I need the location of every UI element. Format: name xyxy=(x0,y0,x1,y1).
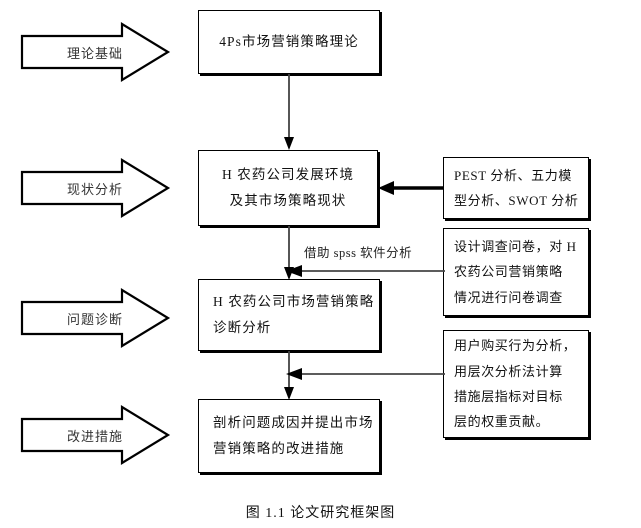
connector-theory-to-environment xyxy=(280,74,300,152)
process-box-improvement-line-1: 剖析问题成因并提出市场 xyxy=(213,414,374,430)
figure-caption: 图 1.1 论文研究框架图 xyxy=(245,506,396,521)
stage-arrow-problem-diagnosis: 问题诊断 xyxy=(20,288,171,348)
block-arrow-shape xyxy=(20,158,171,218)
note-box-questionnaire-line-1: 设计调查问卷，对 H xyxy=(454,238,577,254)
stage-arrow-improvement-label: 改进措施 xyxy=(66,429,123,444)
stage-arrow-current-situation: 现状分析 xyxy=(20,158,171,218)
stage-arrow-theory: 理论基础 xyxy=(20,22,171,82)
process-box-environment-line-2: 及其市场策略现状 xyxy=(229,193,347,208)
note-box-questionnaire-line-3: 情况进行问卷调查 xyxy=(454,289,563,305)
connector-questionnaire-to-diagnosis xyxy=(282,262,447,280)
note-box-ahp: 用户购买行为分析， 用层次分析法计算 措施层指标对目标 层的权重贡献。 xyxy=(443,330,589,438)
note-box-methods-line-1: PEST 分析、五力模 xyxy=(454,167,572,183)
process-box-improvement-line-2: 营销策略的改进措施 xyxy=(213,441,345,456)
block-arrow-shape xyxy=(20,288,171,348)
note-box-ahp-line-2: 用层次分析法计算 xyxy=(454,363,563,379)
process-box-theory-line-1: 4Ps市场营销策略理论 xyxy=(219,33,359,49)
connector-methods-to-environment xyxy=(376,179,446,197)
stage-arrow-current-situation-label: 现状分析 xyxy=(66,182,123,197)
process-box-diagnosis-line-2: 诊断分析 xyxy=(213,320,272,335)
edge-label-spss: 借助 spss 软件分析 xyxy=(304,246,413,260)
stage-arrow-theory-label: 理论基础 xyxy=(66,46,123,61)
note-box-methods: PEST 分析、五力模 型分析、SWOT 分析 xyxy=(443,157,589,219)
connector-diagnosis-to-improvement xyxy=(280,351,300,402)
note-box-ahp-line-1: 用户购买行为分析， xyxy=(454,338,577,354)
note-box-ahp-line-3: 措施层指标对目标 xyxy=(454,389,563,404)
note-box-questionnaire-line-2: 农药公司营销策略 xyxy=(454,264,563,280)
note-box-ahp-line-4: 层的权重贡献。 xyxy=(454,414,550,430)
process-box-improvement: 剖析问题成因并提出市场 营销策略的改进措施 xyxy=(198,399,380,473)
stage-arrow-improvement: 改进措施 xyxy=(20,405,171,465)
note-box-questionnaire: 设计调查问卷，对 H 农药公司营销策略 情况进行问卷调查 xyxy=(443,228,589,316)
process-box-diagnosis-line-1: H 农药公司市场营销策略 xyxy=(213,293,375,309)
process-box-environment: H 农药公司发展环境 及其市场策略现状 xyxy=(198,150,378,226)
process-box-environment-line-1: H 农药公司发展环境 xyxy=(221,166,355,182)
stage-arrow-problem-diagnosis-label: 问题诊断 xyxy=(66,312,123,327)
connector-ahp-to-improvement xyxy=(282,365,447,383)
process-box-diagnosis: H 农药公司市场营销策略 诊断分析 xyxy=(198,279,380,351)
note-box-methods-line-2: 型分析、SWOT 分析 xyxy=(454,193,579,208)
block-arrow-shape xyxy=(20,22,171,82)
process-box-theory: 4Ps市场营销策略理论 xyxy=(198,10,380,74)
block-arrow-shape xyxy=(20,405,171,465)
